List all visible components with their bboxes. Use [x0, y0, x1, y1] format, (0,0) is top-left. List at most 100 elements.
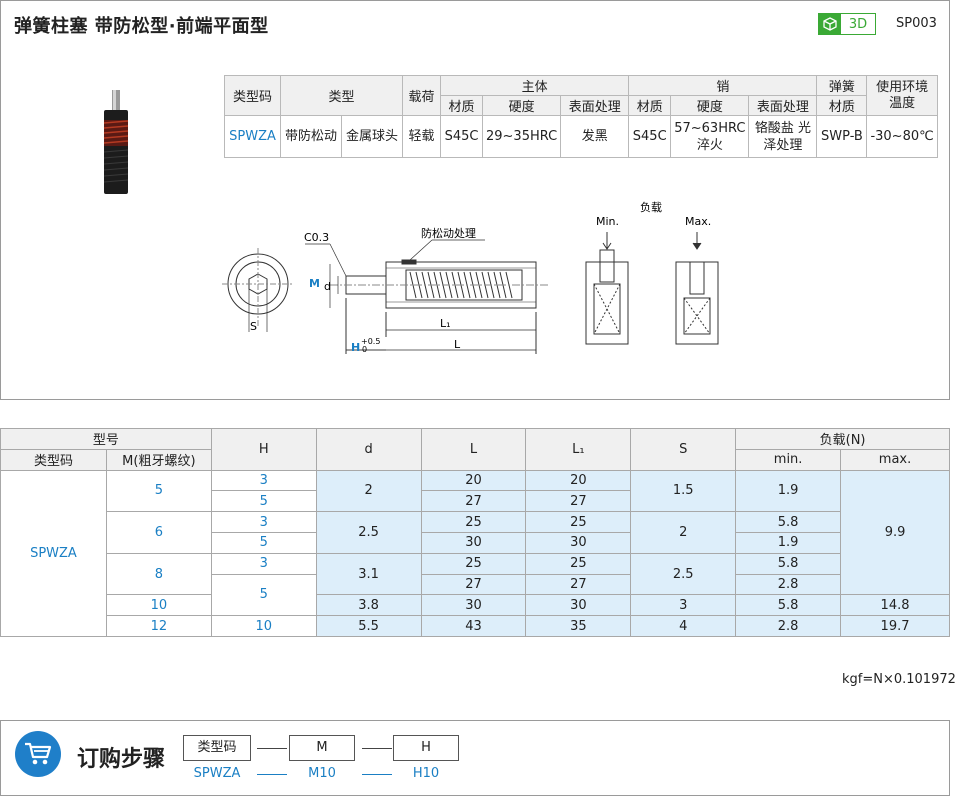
m-cell[interactable]: 5 [105, 469, 212, 513]
min-cell: 1.9 [735, 531, 842, 554]
table-row: SPWZA 5 3 2 20 20 1.5 1.9 9.9 [0, 469, 950, 637]
h-cell[interactable]: 10 [210, 615, 317, 637]
l1-cell: 27 [525, 573, 632, 596]
order-box-m: M [289, 735, 355, 761]
header-pin-material: 材质 [628, 95, 672, 116]
dim-H-tol-zero: 0 [362, 345, 367, 354]
max-cell: 9.9 [840, 469, 950, 596]
spec-table: 类型码 类型 载荷 主体 销 弹簧 使用环境温度 材质 硬度 表面处理 材质 硬… [224, 75, 938, 158]
h-cell[interactable]: 5 [210, 573, 317, 617]
s-cell: 2 [630, 511, 737, 554]
table-row: 5 27 27 [1, 490, 950, 513]
header-d: d [315, 428, 422, 471]
l1-cell: 20 [525, 469, 632, 492]
max-label: Max. [685, 215, 711, 228]
spec-pin-material: S45C [628, 115, 672, 158]
h-cell[interactable]: 3 [210, 469, 317, 492]
type-code-cell[interactable]: SPWZA [0, 469, 107, 637]
spec-type1: 带防松动 [280, 115, 342, 158]
l-cell: 25 [420, 511, 527, 533]
spec-type2: 金属球头 [341, 115, 403, 158]
s-cell: 4 [630, 615, 737, 637]
d-cell: 3.1 [315, 552, 422, 596]
dim-L: L [454, 338, 461, 351]
order-title: 订购步骤 [77, 747, 166, 772]
table-row: 8 3 3.1 25 25 2.5 5.8 [1, 552, 950, 596]
cube-icon [819, 14, 841, 34]
3d-label: 3D [848, 16, 868, 32]
dim-S: S [250, 320, 257, 333]
h-cell[interactable]: 5 [210, 531, 317, 554]
min-cell: 5.8 [735, 594, 842, 617]
l1-cell: 35 [525, 615, 632, 637]
h-cell[interactable]: 3 [210, 511, 317, 533]
load-diagram-max [675, 232, 719, 345]
table-row: 12 5.5 35 4 19.7 [1, 615, 950, 637]
min-cell: 5.8 [735, 552, 842, 575]
min-label: Min. [596, 215, 619, 228]
max-cell: 19.7 [840, 615, 950, 637]
dim-H: H [351, 341, 360, 354]
d-cell: 2 [315, 469, 422, 513]
table-row: 10 3.8 30 30 3 5.8 14.8 [1, 594, 950, 617]
separator-dash [362, 748, 392, 749]
unit-note: kgf=N×0.101972 [842, 672, 956, 687]
header-load: 负载(N) [735, 428, 950, 450]
dim-d: d [324, 280, 331, 293]
spec-load: 轻载 [402, 115, 441, 158]
l1-cell: 27 [525, 490, 632, 513]
header-spring-material: 材质 [816, 95, 868, 116]
table-row: 5 30 30 1.9 [1, 531, 950, 554]
order-box-h: H [393, 735, 459, 761]
header-H: H [210, 428, 317, 471]
order-value-h: H10 [412, 766, 440, 781]
dim-L1: L₁ [440, 317, 451, 330]
header-type-code: 类型码 [0, 448, 107, 471]
3d-button[interactable]: 3D [818, 13, 876, 35]
m-cell[interactable]: 8 [105, 552, 212, 596]
order-panel: 订购步骤 类型码 M H SPWZA M10 H10 [0, 720, 950, 796]
spec-type-code[interactable]: SPWZA [224, 115, 281, 158]
l1-cell: 30 [525, 531, 632, 554]
m-cell[interactable]: 6 [105, 511, 212, 554]
l-cell: 27 [420, 573, 527, 596]
dim-c03: C0.3 [304, 231, 329, 244]
header-env-temp: 使用环境温度 [866, 75, 938, 116]
h-cell[interactable]: 3 [210, 552, 317, 575]
spec-pin-surface: 铬酸盐 光泽处理 [748, 115, 818, 158]
d-cell: 5.5 [315, 615, 422, 637]
header-pin-hardness: 硬度 [670, 95, 750, 116]
side-view [305, 239, 550, 354]
d-cell: 2.5 [315, 511, 422, 554]
l-cell: 27 [420, 490, 527, 513]
l-cell: 25 [420, 552, 527, 575]
header-max: max. [840, 448, 950, 471]
order-value-m: M10 [308, 766, 336, 781]
s-cell: 1.5 [630, 469, 737, 513]
s-cell: 2.5 [630, 552, 737, 596]
max-cell: 14.8 [840, 594, 950, 617]
spec-body-material: S45C [440, 115, 483, 158]
anti-loose-label: 防松动处理 [421, 226, 476, 240]
m-cell[interactable]: 10 [105, 594, 212, 617]
dim-M: M [309, 277, 320, 290]
spec-body-surface: 发黑 [560, 115, 630, 158]
d-cell: 3.8 [315, 594, 422, 617]
header-body-surface: 表面处理 [560, 95, 630, 116]
header-load: 载荷 [402, 75, 441, 116]
order-box-type-code: 类型码 [183, 735, 251, 761]
header-type: 类型 [280, 75, 403, 116]
product-code: SP003 [896, 16, 937, 31]
separator-dash [257, 748, 287, 749]
header-S: S [630, 428, 737, 471]
s-cell: 3 [630, 594, 737, 617]
l1-cell: 25 [525, 552, 632, 575]
h-cell[interactable]: 5 [210, 490, 317, 513]
m-cell[interactable]: 12 [105, 615, 212, 637]
technical-drawing: S C0.3 防松动处理 M d L₁ L H +0.5 0 负载 Min. M… [222, 200, 719, 354]
header-body-hardness: 硬度 [481, 95, 562, 116]
spec-env-temp: -30~80℃ [866, 115, 938, 158]
min-cell: 5.8 [735, 511, 842, 533]
table-row: 5 27 27 2.8 [1, 573, 950, 617]
table-row: 6 3 2.5 25 25 2 5.8 [1, 511, 950, 554]
